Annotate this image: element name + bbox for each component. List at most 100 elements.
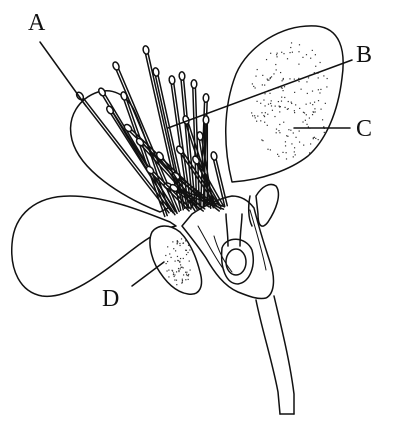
stipple-dot (270, 103, 271, 104)
stipple-dot (326, 86, 327, 87)
stipple-dot (298, 64, 299, 65)
stipple-dot (188, 275, 189, 276)
stipple-dot (168, 276, 169, 277)
leader-a (40, 42, 86, 106)
stipple-dot (252, 115, 253, 116)
stipple-dot (180, 264, 181, 265)
stipple-dot (261, 112, 262, 113)
stipple-dot (283, 78, 284, 79)
stipple-dot (287, 136, 288, 137)
stem (256, 296, 294, 414)
stipple-dot (314, 137, 315, 138)
stipple-dot (306, 104, 307, 105)
stipple-dot (312, 104, 313, 105)
stipple-dot (264, 105, 265, 106)
stipple-dot (275, 106, 276, 107)
stipple-dot (186, 272, 187, 273)
stipple-dot (167, 246, 168, 247)
stipple-dot (276, 56, 277, 57)
stipple-dot (255, 76, 256, 77)
stipple-dot (312, 90, 313, 91)
stipple-dot (188, 245, 189, 246)
stipple-dot (262, 84, 263, 85)
stipple-dot (166, 263, 167, 264)
stipple-dot (277, 154, 278, 155)
stipple-dot (189, 260, 190, 261)
stipple-dot (291, 102, 292, 103)
stipple-dot (270, 149, 271, 150)
stipple-dot (187, 252, 188, 253)
stipple-dot (251, 112, 252, 113)
stipple-dot (324, 132, 325, 133)
stipple-dot (295, 137, 296, 138)
stipple-dot (173, 272, 174, 273)
stipple-dot (286, 135, 287, 136)
stipple-dot (309, 152, 310, 153)
stipple-dot (273, 73, 274, 74)
stipple-dot (264, 122, 265, 123)
stipple-dot (286, 158, 287, 159)
stipple-dot (252, 83, 253, 84)
stipple-dot (188, 279, 189, 280)
stipple-dot (172, 270, 173, 271)
stipple-dot (287, 58, 288, 59)
stipple-dot (315, 54, 316, 55)
label-a: A (28, 10, 46, 36)
stipple-dot (270, 53, 271, 54)
stipple-dot (309, 117, 310, 118)
stipple-dot (185, 240, 186, 241)
stipple-dot (291, 42, 292, 43)
stipple-dot (298, 81, 299, 82)
stipple-dot (278, 101, 279, 102)
stipple-dot (310, 103, 311, 104)
stipple-dot (182, 280, 183, 281)
stipple-dot (255, 117, 256, 118)
stipple-dot (285, 141, 286, 142)
stipple-dot (173, 248, 174, 249)
stipple-dot (183, 274, 184, 275)
stipple-dot (260, 103, 261, 104)
stipple-dot (312, 114, 313, 115)
stipple-dot (181, 238, 182, 239)
stipple-dot (268, 104, 269, 105)
anther (203, 94, 209, 103)
leader-d (132, 262, 164, 286)
stipple-dot (175, 261, 176, 262)
stipple-dot (256, 121, 257, 122)
stipple-dot (255, 87, 256, 88)
stipple-dot (314, 108, 315, 109)
stipple-dot (177, 243, 178, 244)
stipple-dot (294, 151, 295, 152)
stipple-dot (320, 89, 321, 90)
stipple-dot (323, 75, 324, 76)
stipple-dot (279, 111, 280, 112)
stipple-dot (312, 50, 313, 51)
stipple-dot (319, 92, 320, 93)
stipple-dot (260, 120, 261, 121)
stipple-dot (268, 80, 269, 81)
stipple-dot (179, 245, 180, 246)
stipple-dot (295, 154, 296, 155)
stipple-dot (266, 59, 267, 60)
stipple-dot (274, 116, 275, 117)
stipple-dot (291, 103, 292, 104)
stipple-dot (306, 114, 307, 115)
stipple-dot (267, 149, 268, 150)
stipple-dot (291, 143, 292, 144)
stipple-dot (303, 112, 304, 113)
stipple-dot (183, 267, 184, 268)
stipple-dot (322, 119, 323, 120)
stipple-dot (186, 254, 187, 255)
stipple-dot (284, 86, 285, 87)
stipple-dot (304, 112, 305, 113)
stipple-dot (292, 52, 293, 53)
stipple-dot (278, 130, 279, 131)
stipple-dot (179, 243, 180, 244)
stipple-dot (315, 66, 316, 67)
stipple-dot (318, 89, 319, 90)
stipple-dot (272, 110, 273, 111)
stipple-dot (299, 130, 300, 131)
stipple-dot (303, 145, 304, 146)
stipple-dot (264, 116, 265, 117)
